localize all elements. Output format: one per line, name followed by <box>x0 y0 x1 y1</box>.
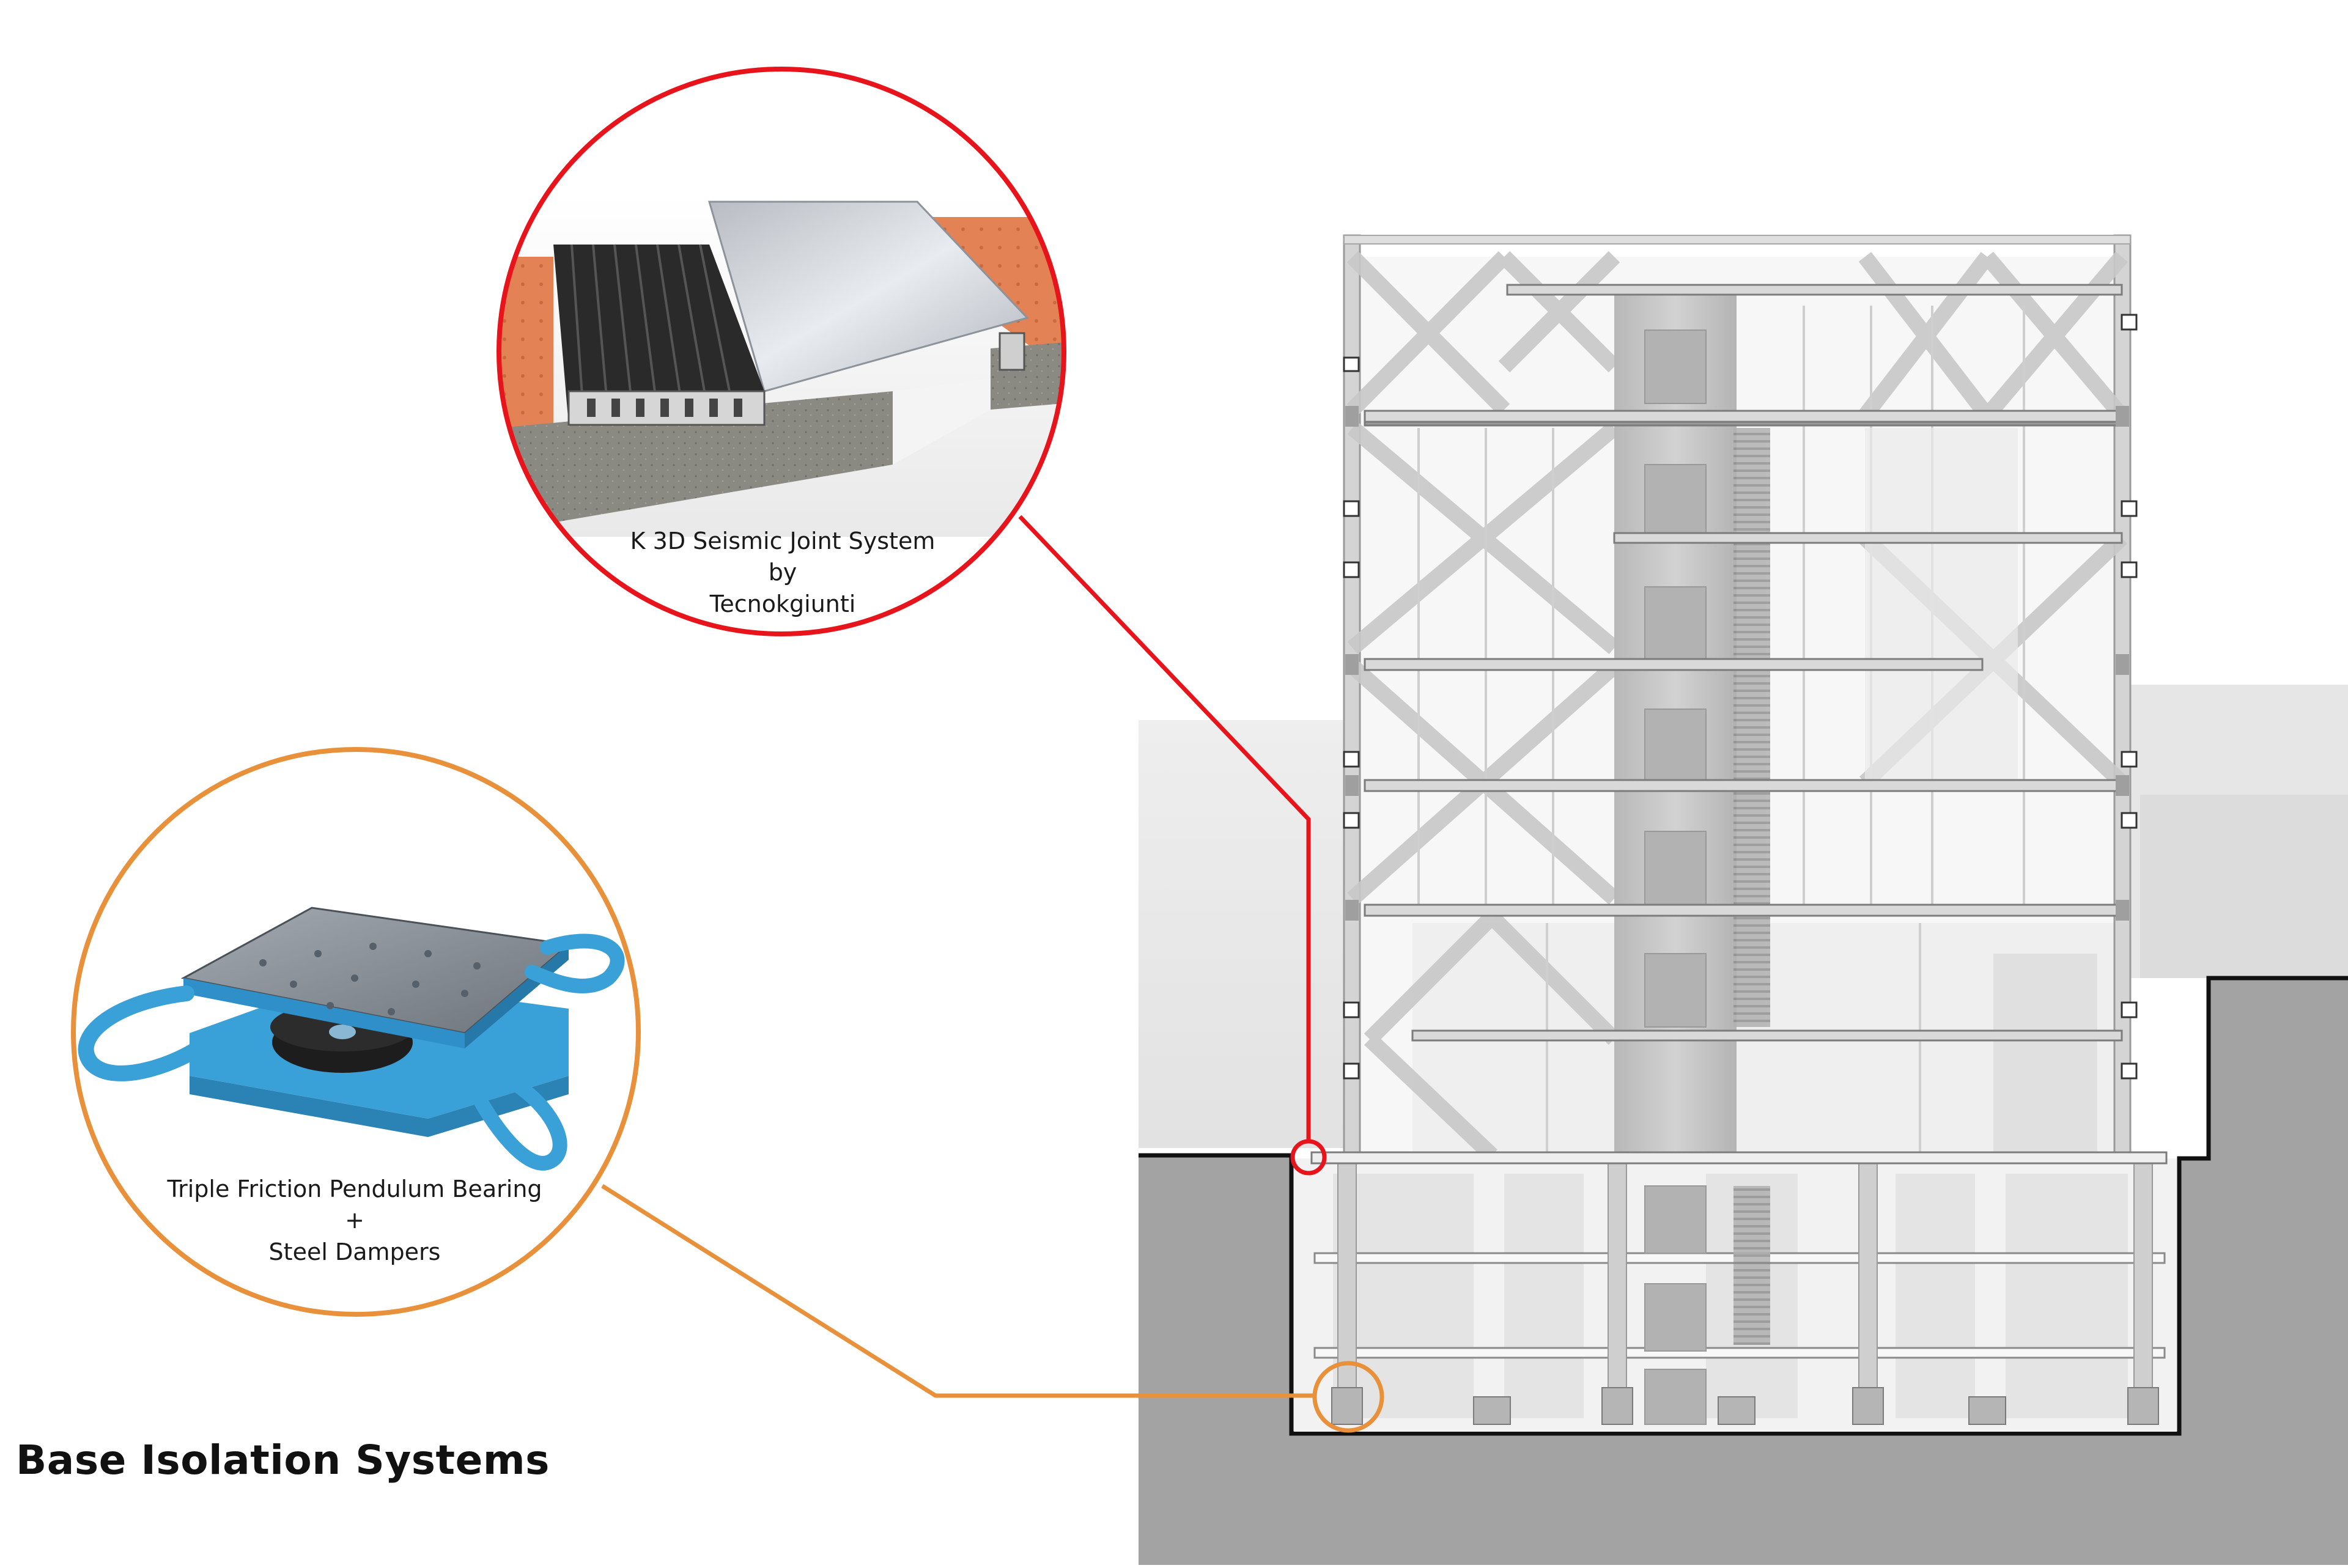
core-doors <box>1644 329 1707 1425</box>
isolators-row <box>1331 1387 2159 1425</box>
ground-section <box>1139 978 2348 1565</box>
stair-shaft <box>1733 428 1770 1027</box>
seismic-joint-render <box>499 194 1064 537</box>
seismic-joint-leader-line <box>1018 515 1311 1142</box>
basement-columns <box>1337 1158 2153 1397</box>
ground-outline <box>1139 976 2348 1436</box>
seismic-joint-marker <box>1290 1139 1327 1176</box>
bearing-caption: Triple Friction Pendulum Bearing + Steel… <box>135 1174 575 1268</box>
seismic-joint-caption: K 3D Seismic Joint System by Tecnokgiunt… <box>630 526 936 620</box>
bearing-caption-line-2: + <box>345 1207 364 1234</box>
stair-shaft-lower <box>1733 1186 1770 1345</box>
seismic-joint-callout-ring <box>497 67 1066 636</box>
basement-bays <box>1333 1174 2128 1418</box>
diagram-title: Base Isolation Systems <box>16 1437 550 1484</box>
floor-slabs <box>1310 284 2168 1165</box>
roof-beam <box>1343 235 2131 245</box>
wall-panel-right-lower <box>1993 954 2097 1155</box>
bearing-caption-line-1: Triple Friction Pendulum Bearing <box>167 1176 542 1202</box>
bearing-marker <box>1312 1361 1384 1433</box>
seismic-joint-caption-line-2: by <box>768 559 797 586</box>
slab-connection-nodes <box>1345 406 2129 921</box>
wall-panel-right <box>1865 428 2018 782</box>
bearing-callout-ring <box>71 747 641 1317</box>
seismic-joint-caption-line-1: K 3D Seismic Joint System <box>630 528 936 554</box>
bearing-callout <box>71 747 641 1317</box>
facade-clips <box>1343 314 2138 1080</box>
seismic-joint-callout <box>497 67 1066 636</box>
bearing-render <box>78 907 625 1171</box>
background-block-right-lower <box>2140 795 2348 978</box>
seismic-joint-caption-line-3: Tecnokgiunti <box>709 590 856 617</box>
bearing-leader-line <box>601 1184 1315 1398</box>
bearing-caption-line-3: Steel Dampers <box>268 1238 441 1265</box>
